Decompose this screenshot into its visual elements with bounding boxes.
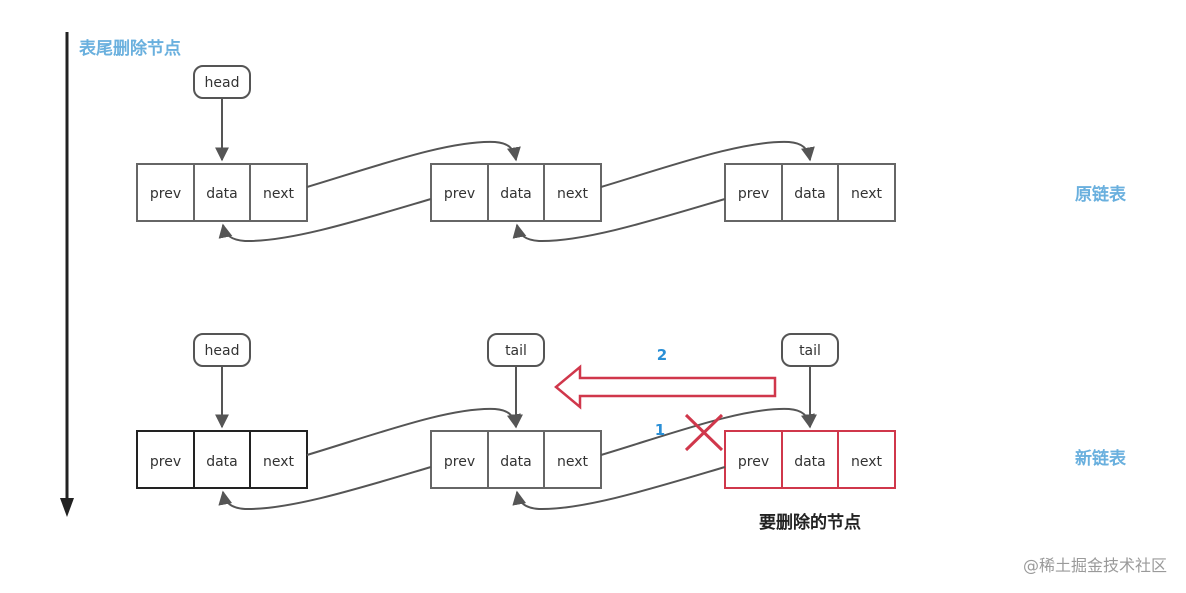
node-next-field: next bbox=[851, 454, 883, 470]
new-node-2: prev data next bbox=[430, 430, 602, 489]
cut-link-cross-icon bbox=[684, 413, 724, 452]
node-next-field: next bbox=[263, 186, 295, 202]
new-list: head tail tail prev data next prev data … bbox=[136, 333, 1127, 533]
new-node-1: prev data next bbox=[136, 430, 308, 489]
prev-link-2-to-1 bbox=[218, 466, 432, 511]
node-prev-field: prev bbox=[738, 186, 769, 202]
next-link-2-to-3 bbox=[600, 140, 815, 188]
node-prev-field: prev bbox=[444, 454, 475, 470]
original-node-3: prev data next bbox=[724, 163, 896, 222]
original-node-1: prev data next bbox=[136, 163, 308, 222]
step-2-label: 2 bbox=[657, 346, 667, 364]
tail-pointer-label: tail bbox=[505, 343, 527, 359]
node-data-field: data bbox=[206, 186, 238, 202]
prev-link-3-to-2 bbox=[512, 198, 726, 243]
node-prev-field: prev bbox=[444, 186, 475, 202]
head-pointer-label: head bbox=[205, 343, 240, 359]
original-node-2: prev data next bbox=[430, 163, 602, 222]
diagram-title: 表尾删除节点 bbox=[79, 38, 181, 59]
node-prev-field: prev bbox=[738, 454, 769, 470]
prev-link-3-to-2 bbox=[512, 466, 726, 511]
node-next-field: next bbox=[557, 454, 589, 470]
node-data-field: data bbox=[500, 454, 532, 470]
node-next-field: next bbox=[557, 186, 589, 202]
deleted-node: prev data next bbox=[724, 430, 896, 489]
tail-move-arrow bbox=[554, 364, 777, 410]
node-prev-field: prev bbox=[150, 454, 181, 470]
node-next-field: next bbox=[851, 186, 883, 202]
node-next-field: next bbox=[263, 454, 295, 470]
step-1-label: 1 bbox=[655, 421, 665, 439]
timeline-arrow-head bbox=[60, 498, 74, 517]
delete-node-caption: 要删除的节点 bbox=[759, 512, 861, 533]
old-tail-pointer-label: tail bbox=[799, 343, 821, 359]
original-list-label: 原链表 bbox=[1075, 184, 1127, 205]
node-data-field: data bbox=[794, 454, 826, 470]
node-data-field: data bbox=[206, 454, 238, 470]
next-link-1-to-2 bbox=[306, 407, 521, 456]
watermark: @稀土掘金技术社区 bbox=[1023, 556, 1167, 575]
node-data-field: data bbox=[794, 186, 826, 202]
head-pointer-label: head bbox=[205, 75, 240, 91]
next-link-2-to-3 bbox=[600, 407, 815, 456]
new-list-label: 新链表 bbox=[1075, 448, 1127, 469]
node-prev-field: prev bbox=[150, 186, 181, 202]
original-list: head prev data next prev data next prev … bbox=[136, 65, 1127, 243]
prev-link-2-to-1 bbox=[218, 198, 432, 243]
next-link-1-to-2 bbox=[306, 140, 521, 188]
node-data-field: data bbox=[500, 186, 532, 202]
